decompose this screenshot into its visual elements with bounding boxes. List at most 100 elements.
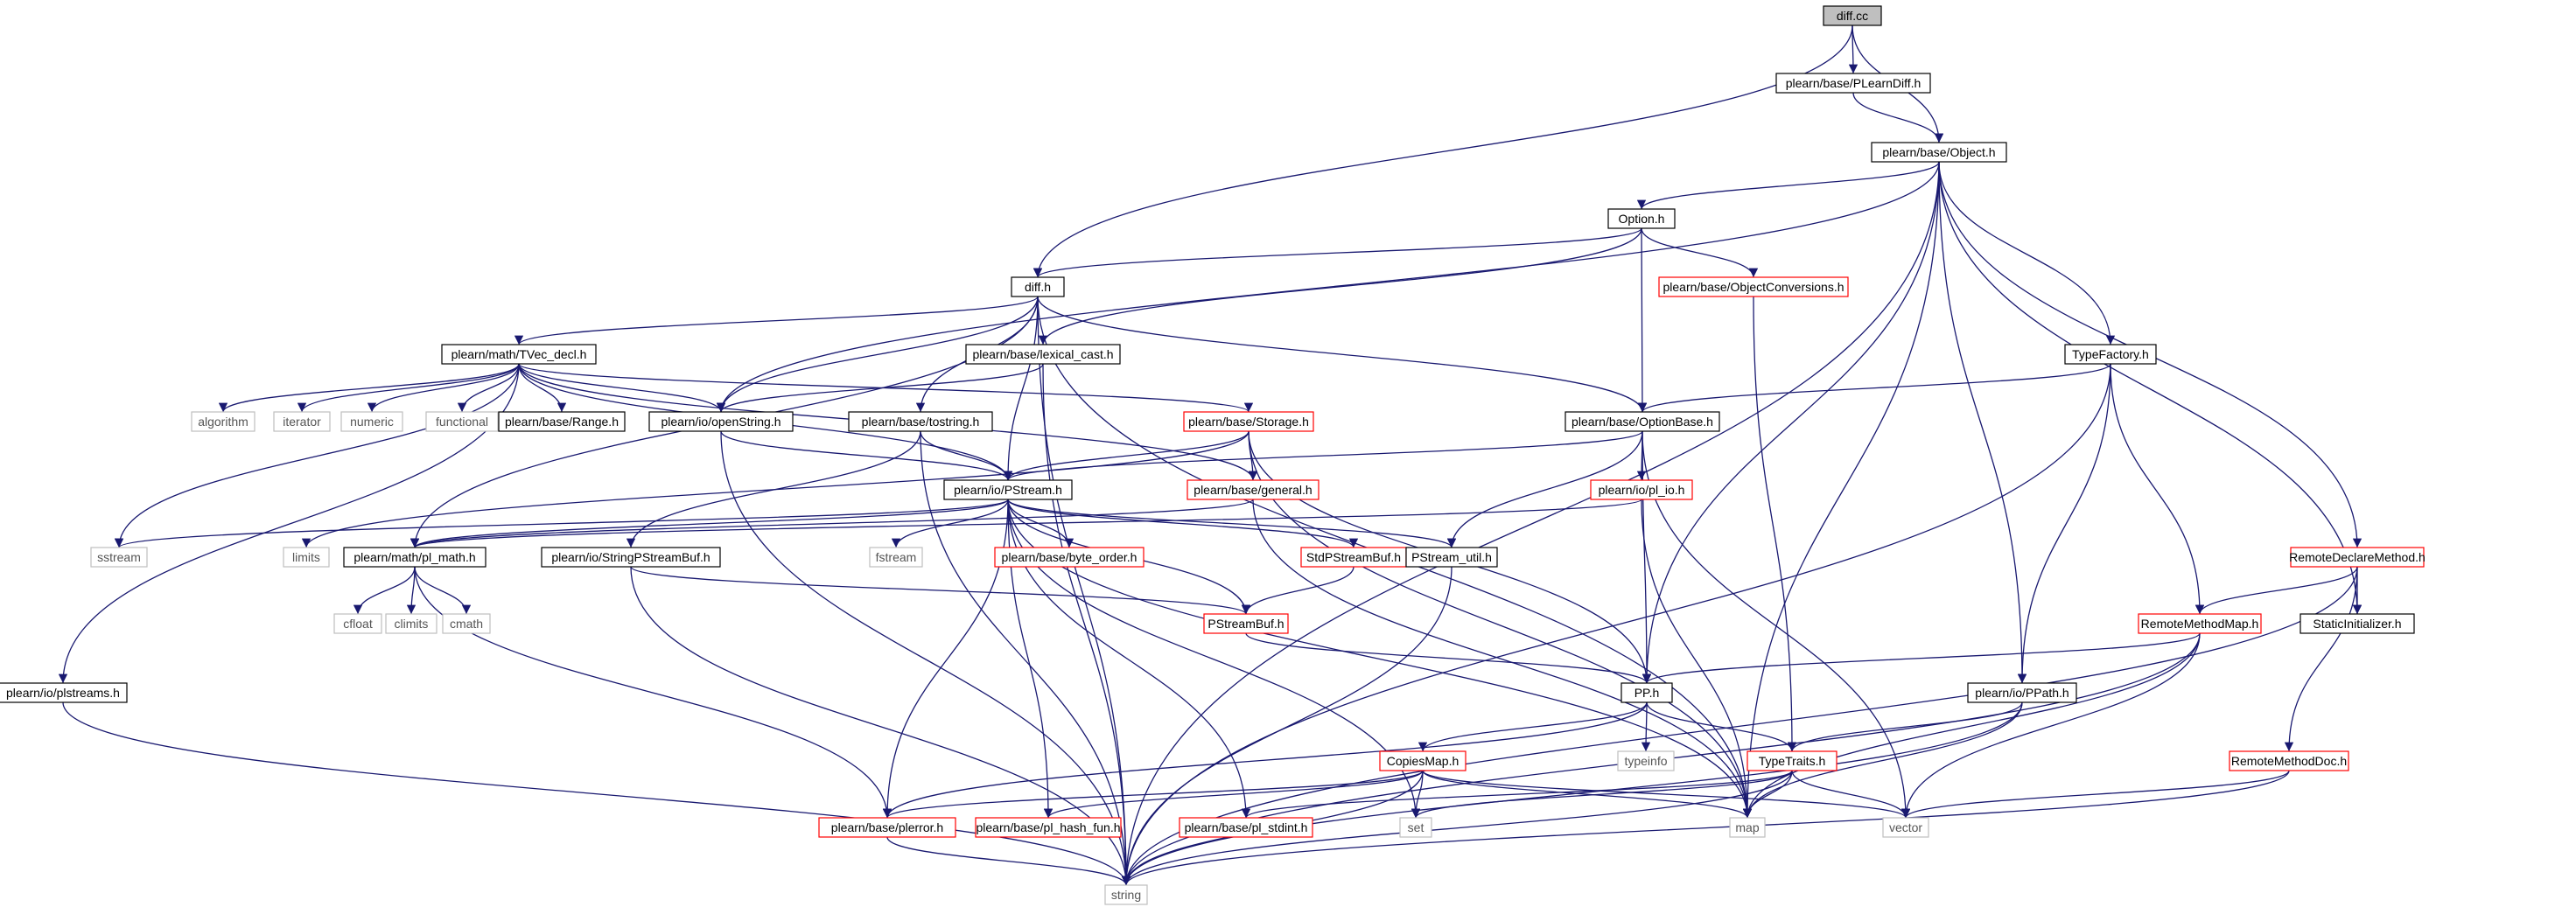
node-plio_h[interactable]: plearn/io/pl_io.h: [1590, 479, 1693, 500]
node-string: string: [1104, 884, 1148, 905]
node-box-plstdint_h: [1179, 817, 1313, 838]
node-typetraits_h[interactable]: TypeTraits.h: [1746, 750, 1838, 771]
node-label-ppath_h: plearn/io/PPath.h: [1975, 686, 2068, 700]
node-label-string: string: [1111, 888, 1141, 902]
node-typefactory_h[interactable]: TypeFactory.h: [2064, 344, 2157, 365]
node-diff_h[interactable]: diff.h: [1011, 276, 1065, 297]
edge-typetraits_h-to-map: [1742, 770, 1793, 819]
edge-option_h-to-lexcast_h: [1038, 227, 1642, 345]
node-box-option_h: [1607, 208, 1676, 229]
edge-plearndiff_h-to-object_h: [1852, 92, 1944, 143]
edge-typetraits_h-to-string: [1121, 770, 1793, 886]
node-plhash_h[interactable]: plearn/base/pl_hash_fun.h: [975, 817, 1122, 838]
node-label-diff_h: diff.h: [1025, 280, 1051, 294]
node-tvecdecl_h[interactable]: plearn/math/TVec_decl.h: [441, 344, 597, 365]
edge-general_h-to-map: [1252, 499, 1753, 819]
node-algorithm: algorithm: [191, 411, 256, 432]
edge-remotemap_h-to-map: [1742, 632, 2201, 819]
edge-object_h-to-option_h: [1636, 161, 1940, 210]
node-label-range_h: plearn/base/Range.h: [505, 415, 619, 429]
node-label-functional: functional: [436, 415, 488, 429]
node-label-plhash_h: plearn/base/pl_hash_fun.h: [976, 820, 1120, 834]
edge-tvecdecl_h-to-algorithm: [218, 363, 520, 413]
node-plearndiff_h[interactable]: plearn/base/PLearnDiff.h: [1775, 73, 1931, 94]
node-plstreams_h[interactable]: plearn/io/plstreams.h: [0, 682, 128, 703]
node-box-functional: [425, 411, 499, 432]
node-box-plio_h: [1590, 479, 1693, 500]
node-psutil_h[interactable]: PStream_util.h: [1405, 547, 1498, 568]
node-cmath: cmath: [442, 613, 491, 634]
node-remotedoc_h[interactable]: RemoteMethodDoc.h: [2229, 750, 2349, 771]
node-diff_cc[interactable]: diff.cc: [1823, 5, 1882, 26]
node-box-objconv_h: [1658, 276, 1849, 297]
node-remotemap_h[interactable]: RemoteMethodMap.h: [2138, 613, 2262, 634]
edge-tvecdecl_h-to-numeric: [367, 363, 520, 413]
node-storage_h[interactable]: plearn/base/Storage.h: [1183, 411, 1314, 432]
node-cfloat: cfloat: [333, 613, 382, 634]
edge-remotemap_h-to-pp_h: [1642, 632, 2201, 684]
node-plmath_h[interactable]: plearn/math/pl_math.h: [343, 547, 486, 568]
edge-openstring_h-to-string: [720, 430, 1131, 886]
node-remotedecl_h[interactable]: RemoteDeclareMethod.h: [2289, 547, 2426, 568]
edge-typefactory_h-to-remotemap_h: [2110, 363, 2205, 615]
edge-typetraits_h-to-vector: [1791, 770, 1911, 819]
node-box-typefactory_h: [2064, 344, 2157, 365]
node-box-optionbase_h: [1564, 411, 1720, 432]
edge-optionbase_h-to-pp_h: [1642, 430, 1652, 684]
node-fstream: fstream: [869, 547, 923, 568]
node-box-range_h: [498, 411, 626, 432]
node-stdpsb_h[interactable]: StdPStreamBuf.h: [1300, 547, 1407, 568]
edge-objconv_h-to-typetraits_h: [1753, 296, 1797, 752]
node-general_h[interactable]: plearn/base/general.h: [1186, 479, 1320, 500]
node-stringpsb_h[interactable]: plearn/io/StringPStreamBuf.h: [541, 547, 721, 568]
edge-plmath_h-to-cfloat: [353, 566, 416, 615]
edge-object_h-to-string: [1121, 161, 1940, 886]
node-psb_h[interactable]: PStreamBuf.h: [1203, 613, 1289, 634]
node-range_h[interactable]: plearn/base/Range.h: [498, 411, 626, 432]
node-box-psutil_h: [1405, 547, 1498, 568]
edge-copiesmap_h-to-vector: [1422, 770, 1910, 819]
node-box-plerror_h: [818, 817, 956, 838]
node-label-objconv_h: plearn/base/ObjectConversions.h: [1662, 280, 1844, 294]
node-box-staticinit_h: [2300, 613, 2415, 634]
node-label-pstream_h: plearn/io/PStream.h: [954, 483, 1062, 497]
node-label-algorithm: algorithm: [198, 415, 248, 429]
node-box-typetraits_h: [1746, 750, 1838, 771]
node-box-diff_cc: [1823, 5, 1882, 26]
node-box-plearndiff_h: [1775, 73, 1931, 94]
node-openstring_h[interactable]: plearn/io/openString.h: [648, 411, 794, 432]
node-box-psb_h: [1203, 613, 1289, 634]
node-optionbase_h[interactable]: plearn/base/OptionBase.h: [1564, 411, 1720, 432]
edge-object_h-to-map: [1742, 161, 1940, 819]
node-label-stdpsb_h: StdPStreamBuf.h: [1306, 550, 1401, 564]
node-pp_h[interactable]: PP.h: [1620, 682, 1673, 703]
node-staticinit_h[interactable]: StaticInitializer.h: [2300, 613, 2415, 634]
node-label-vector: vector: [1889, 820, 1922, 834]
node-option_h[interactable]: Option.h: [1607, 208, 1676, 229]
node-pstream_h[interactable]: plearn/io/PStream.h: [943, 479, 1073, 500]
node-box-byteorder_h: [994, 547, 1144, 568]
edge-object_h-to-staticinit_h: [1938, 161, 2362, 615]
node-plerror_h[interactable]: plearn/base/plerror.h: [818, 817, 956, 838]
node-object_h[interactable]: plearn/base/Object.h: [1871, 142, 2007, 163]
node-box-remotedoc_h: [2229, 750, 2349, 771]
edge-typetraits_h-to-set: [1410, 770, 1793, 819]
edge-object_h-to-openstring_h: [716, 161, 1940, 413]
node-label-object_h: plearn/base/Object.h: [1882, 145, 1995, 159]
edge-optionbase_h-to-vector: [1642, 430, 1911, 819]
node-objconv_h[interactable]: plearn/base/ObjectConversions.h: [1658, 276, 1849, 297]
node-byteorder_h[interactable]: plearn/base/byte_order.h: [994, 547, 1144, 568]
node-tostring_h[interactable]: plearn/base/tostring.h: [848, 411, 993, 432]
node-plstdint_h[interactable]: plearn/base/pl_stdint.h: [1179, 817, 1313, 838]
node-box-plhash_h: [975, 817, 1122, 838]
node-copiesmap_h[interactable]: CopiesMap.h: [1379, 750, 1466, 771]
node-label-tostring_h: plearn/base/tostring.h: [862, 415, 980, 429]
node-lexcast_h[interactable]: plearn/base/lexical_cast.h: [965, 344, 1121, 365]
node-label-psutil_h: PStream_util.h: [1411, 550, 1492, 564]
node-box-typeinfo: [1617, 750, 1675, 771]
node-ppath_h[interactable]: plearn/io/PPath.h: [1967, 682, 2077, 703]
node-label-pp_h: PP.h: [1634, 686, 1660, 700]
node-box-copiesmap_h: [1379, 750, 1466, 771]
node-label-byteorder_h: plearn/base/byte_order.h: [1002, 550, 1138, 564]
node-label-set: set: [1408, 820, 1424, 834]
